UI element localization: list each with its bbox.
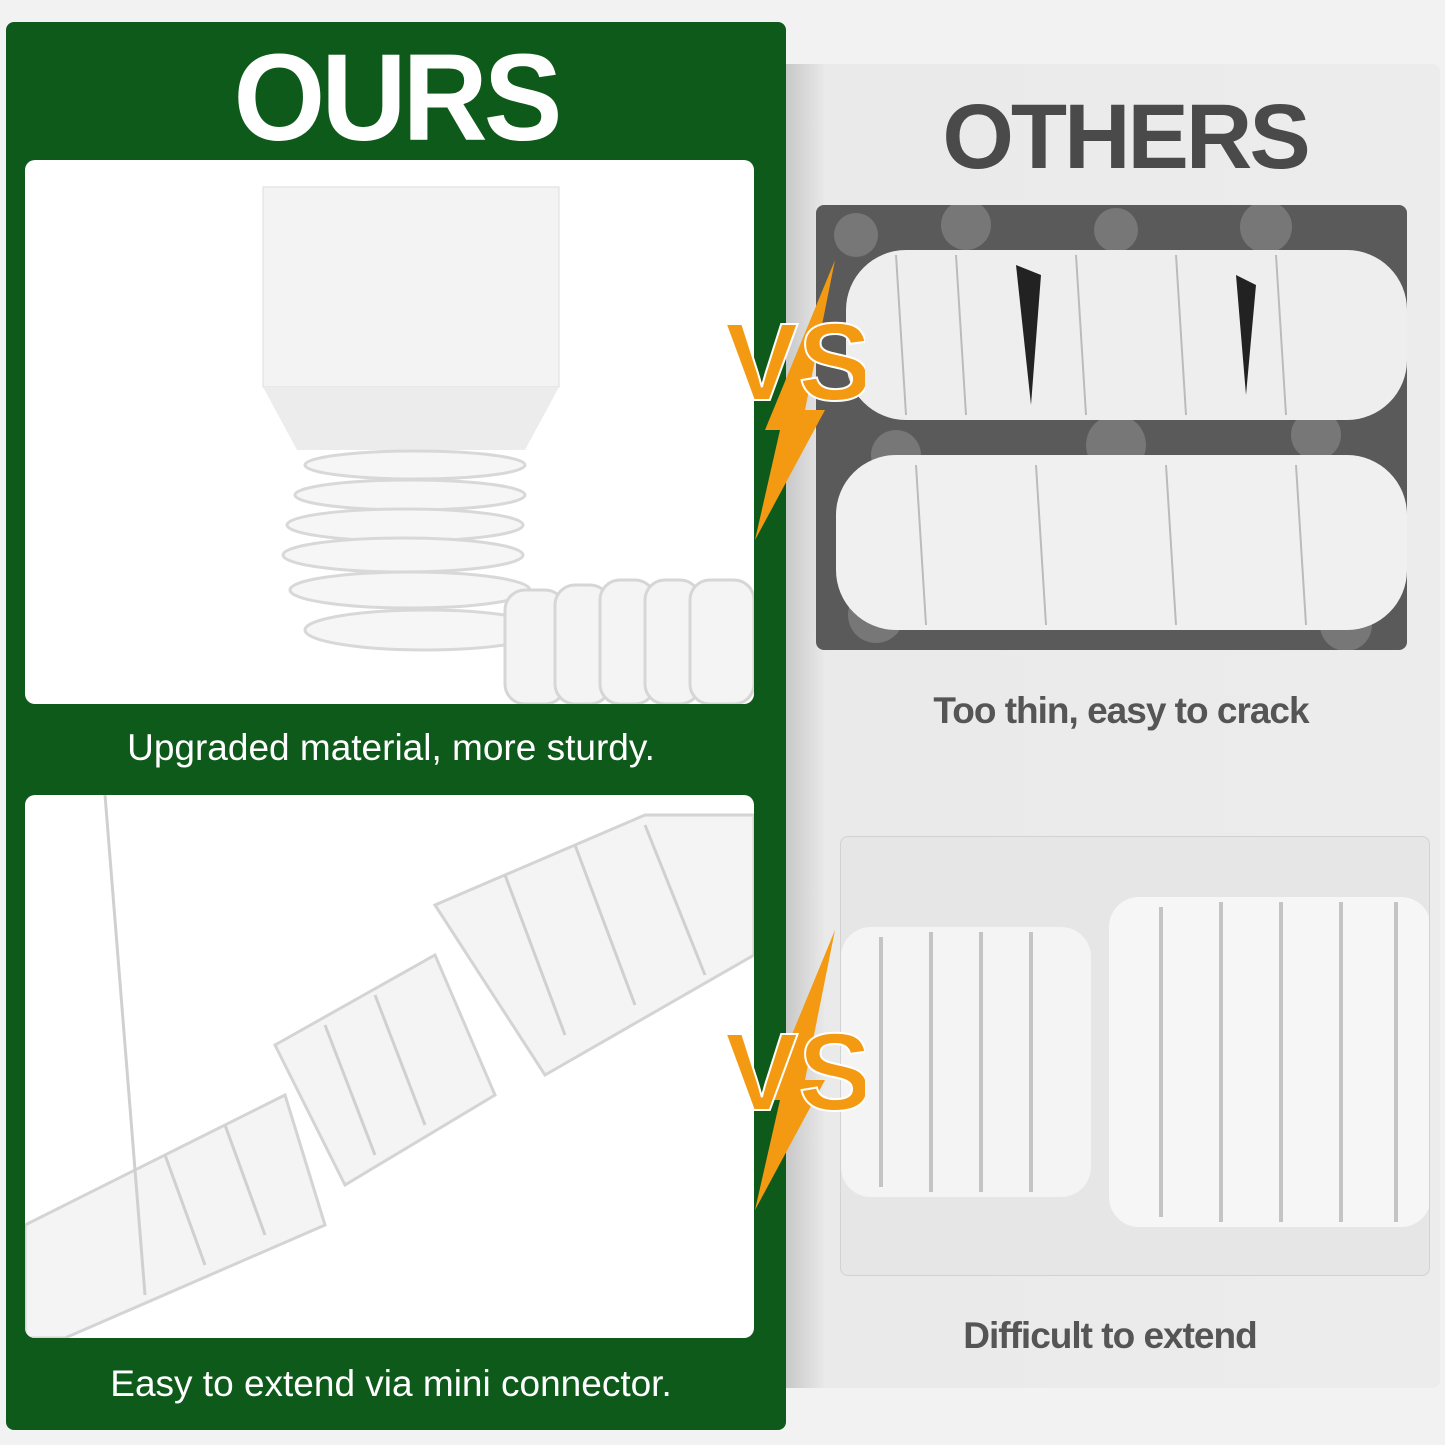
vs-text: VS	[725, 301, 865, 424]
ours-sturdy-photo	[25, 160, 754, 704]
ours-caption-2: Easy to extend via mini connector.	[110, 1363, 672, 1404]
vs-text: VS	[725, 1011, 865, 1134]
ours-title: OURS	[233, 28, 563, 168]
others-extend-photo	[840, 836, 1430, 1276]
vs-badge-top: VS	[725, 260, 865, 540]
others-caption-1: Too thin, easy to crack	[933, 690, 1309, 731]
ours-extend-photo	[25, 795, 754, 1338]
others-caption-2: Difficult to extend	[963, 1315, 1257, 1356]
others-title: OTHERS	[942, 86, 1310, 188]
others-cracked-photo	[816, 205, 1407, 650]
vs-badge-bottom: VS	[725, 930, 865, 1210]
ours-caption-1: Upgraded material, more sturdy.	[127, 727, 655, 768]
